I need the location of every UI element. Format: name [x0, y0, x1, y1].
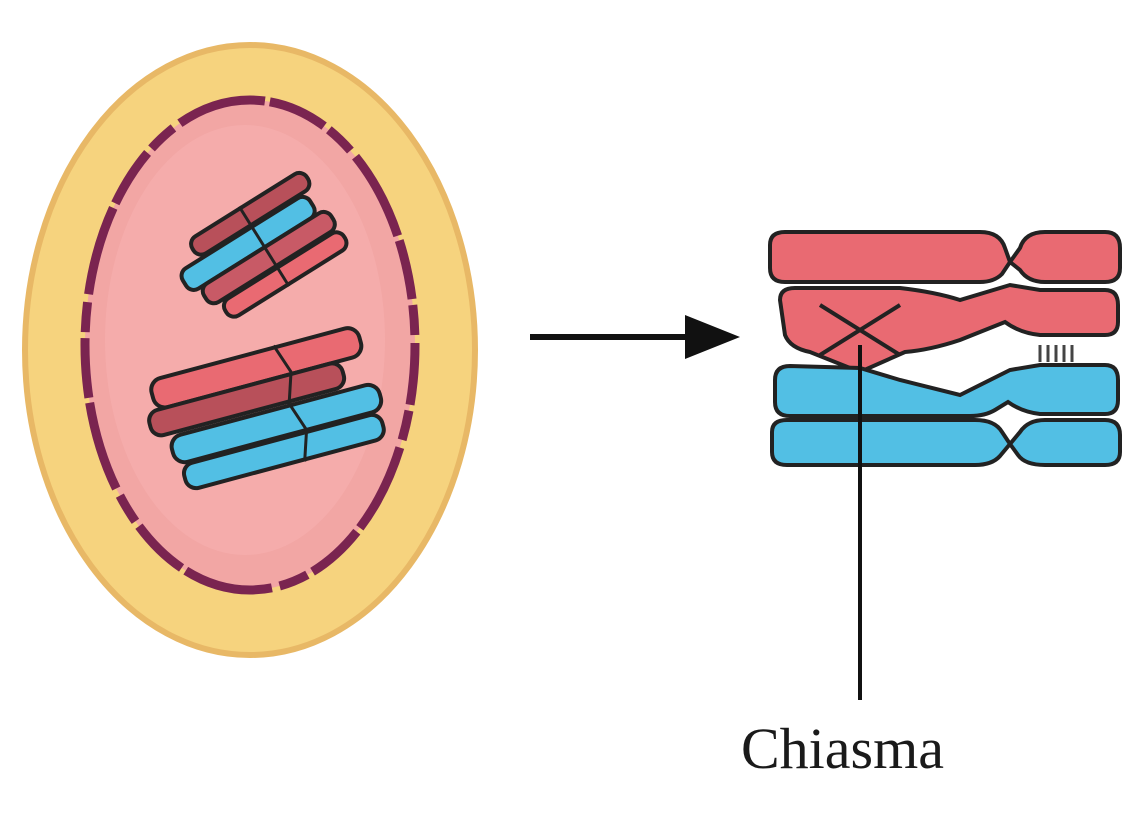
blue-chromatid-2	[772, 420, 1120, 465]
red-chromatid-2	[780, 285, 1118, 372]
red-chromatid-1	[770, 232, 1120, 282]
bivalent	[770, 232, 1120, 465]
arrow	[530, 315, 740, 359]
centromere-hatching	[1040, 345, 1072, 362]
cell	[25, 45, 475, 655]
arrow-head	[685, 315, 740, 359]
blue-chromatid-1	[775, 365, 1118, 416]
chiasma-label: Chiasma	[741, 716, 944, 781]
